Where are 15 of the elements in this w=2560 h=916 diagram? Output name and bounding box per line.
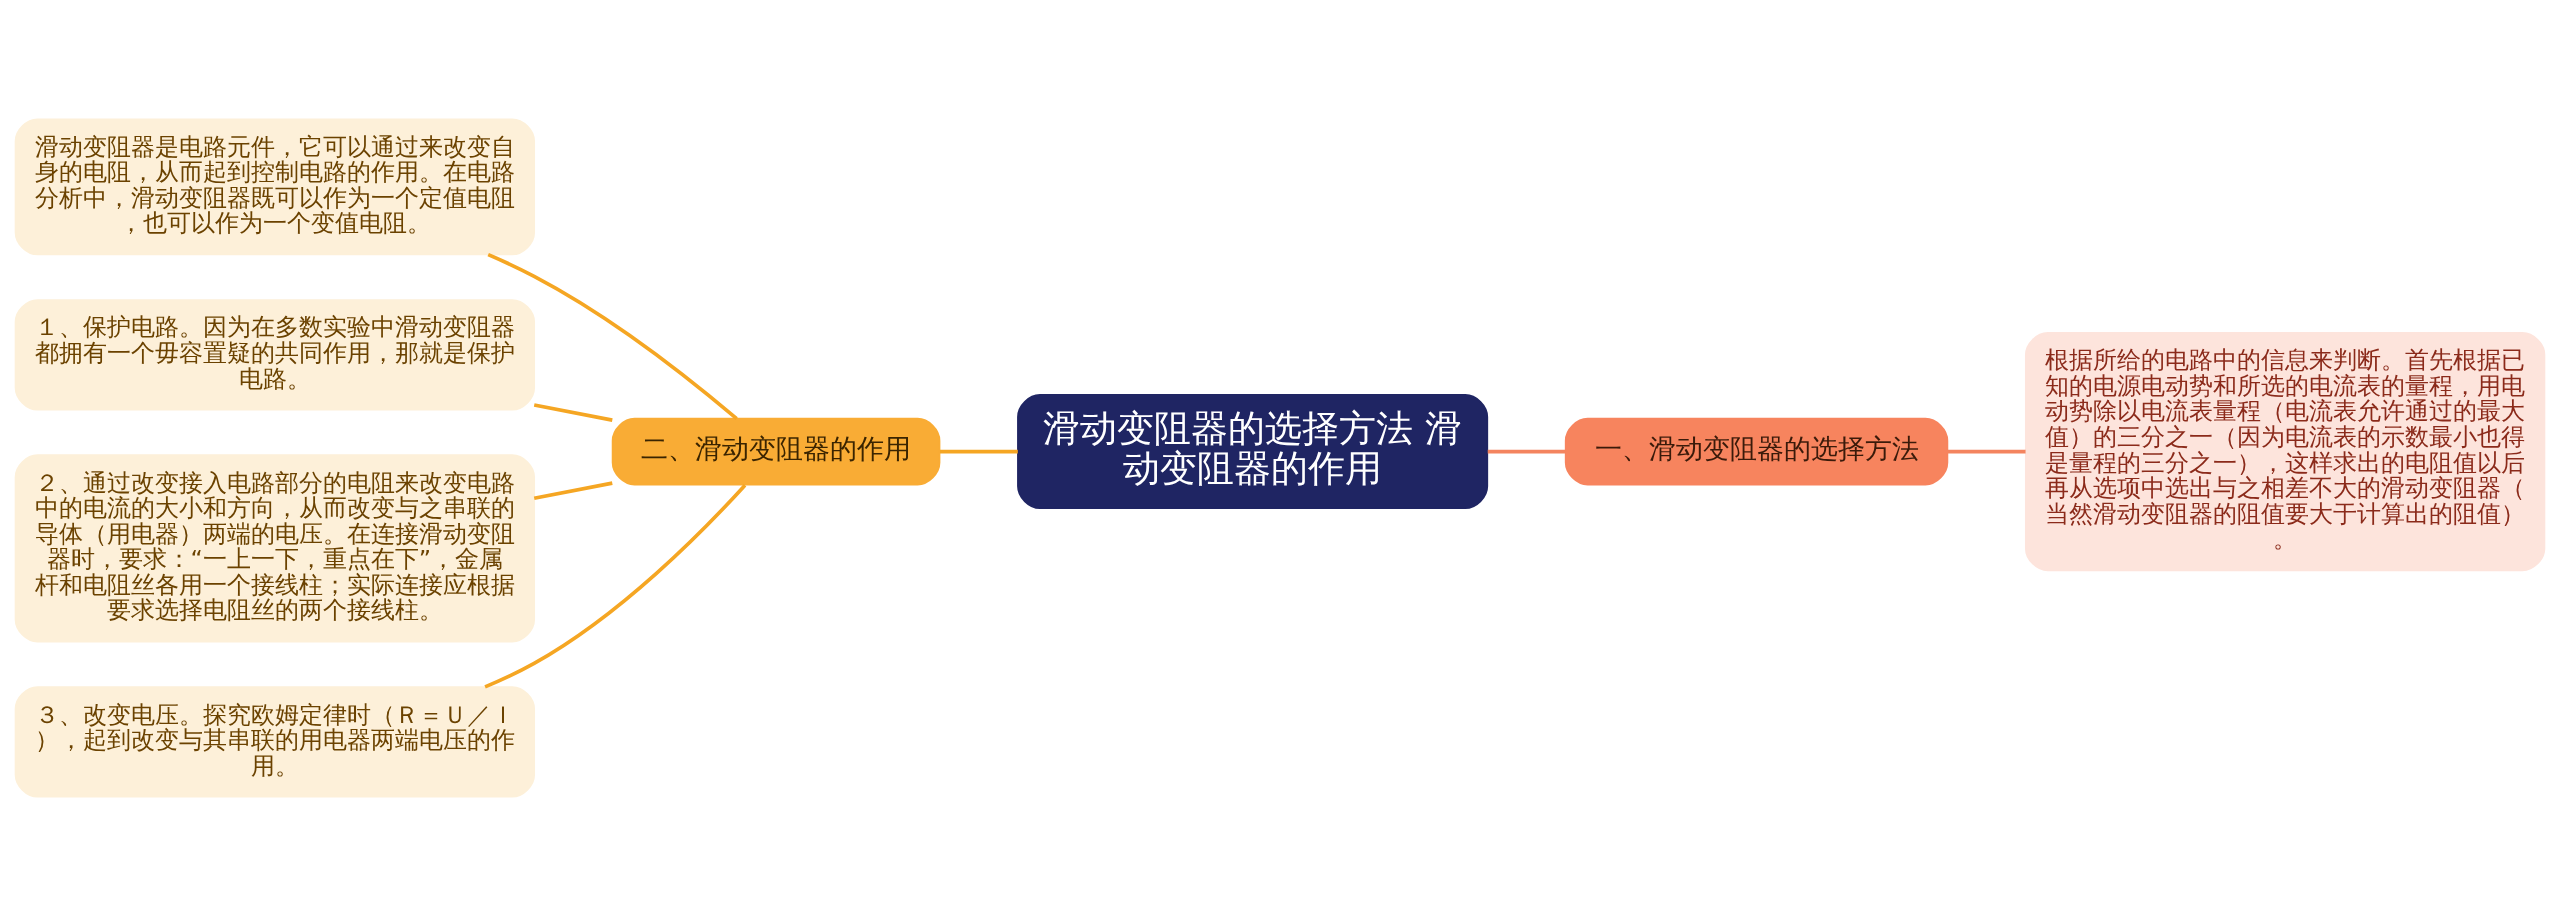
connector	[939, 449, 1018, 454]
node-box: ３、改变电压。探究欧姆定律时（Ｒ＝Ｕ／Ｉ），起到改变与其串联的用电器两端电压的作用。	[14, 686, 536, 798]
connector	[487, 252, 738, 421]
connector	[533, 481, 613, 501]
node-box: 一、滑动变阻器的选择方法	[1564, 417, 1949, 486]
node-box: 根据所给的电路中的信息来判断。首先根据已知的电源电动势和所选的电流表的量程，用电动势除以电流表量程（电流表允许通过的最大值）的三分之一（因为电流表的示数最小也得是量程的三分之一），这样求出的电阻值以后再从选项中选出与之相差不大的滑动变阻器（当然滑动变阻器的阻值要大于计算出的阻值）。	[2024, 332, 2546, 572]
connector	[533, 403, 613, 422]
connector	[484, 483, 747, 689]
node-box: １、保护电路。因为在多数实验中滑动变阻器都拥有一个毋容置疑的共同作用，那就是保护电路。	[14, 299, 536, 411]
node-box: 滑动变阻器是电路元件，它可以通过来改变自身的电阻，从而起到控制电路的作用。在电路分析中，滑动变阻器既可以作为一个定值电阻，也可以作为一个变值电阻。	[14, 118, 536, 256]
node-box: 二、滑动变阻器的作用	[611, 417, 941, 486]
connector	[1947, 449, 2026, 454]
node-box: ２、通过改变接入电路部分的电阻来改变电路中的电流的大小和方向，从而改变与之串联的导体（用电器）两端的电压。在连接滑动变阻器时，要求：“一上一下，重点在下”，金属杆和电阻丝各用一个接线柱；实际连接应根据要求选择电阻丝的两个接线柱。	[14, 454, 536, 643]
connector	[1487, 449, 1566, 454]
node-box: 滑动变阻器的选择方法 滑动变阻器的作用	[1017, 394, 1489, 510]
